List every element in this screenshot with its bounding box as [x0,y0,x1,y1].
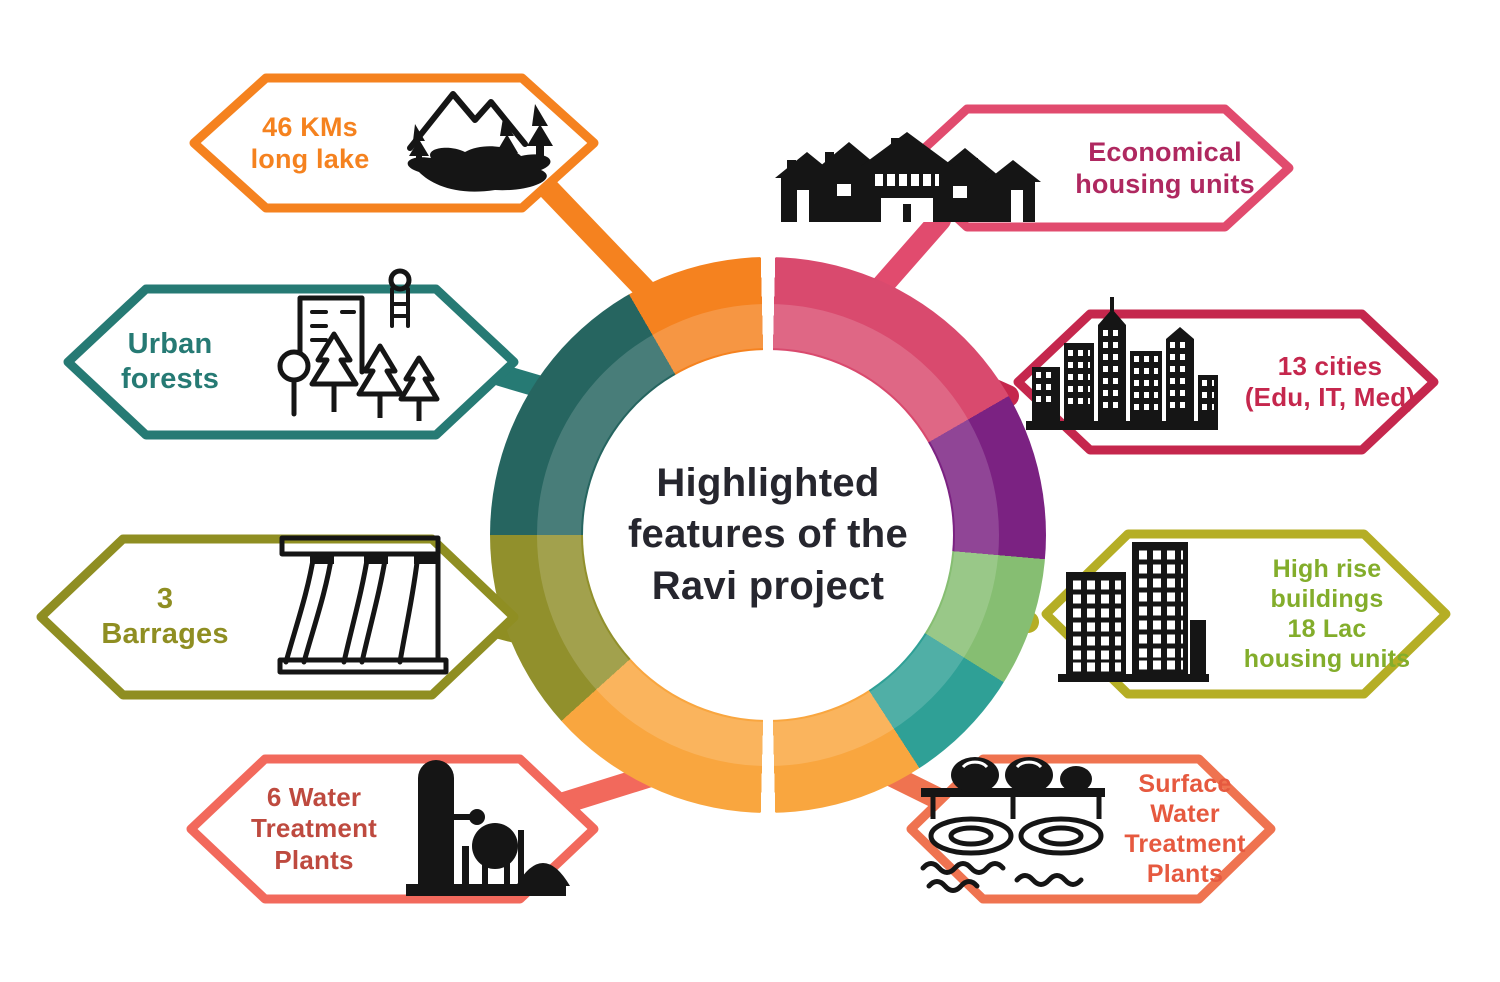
feature-label-water-treatment: 6 Water Treatment Plants [250,782,378,875]
feature-label-economical-housing: Economical housing units [1075,136,1255,199]
urban-forest-icon [277,268,440,421]
feature-label-thirteen-cities: 13 cities (Edu, IT, Med) [1244,350,1416,412]
donut-center: Highlighted features of the Ravi project [583,350,953,720]
feature-label-high-rise: High rise buildings 18 Lac housing units [1243,555,1411,673]
feature-label-urban-forests: Urban forests [120,328,220,395]
banner-outline [36,534,519,700]
feature-banner-barrages: 3 Barrages [35,533,520,701]
city-skyline-icon [1026,297,1218,430]
barrage-icon [277,535,449,675]
feature-label-long-lake: 46 KMs long lake [250,111,370,174]
feature-label-surface-water: Surface Water Treatment Plants [1124,770,1246,888]
highrise-icon [1058,542,1209,682]
donut-ring: Highlighted features of the Ravi project [490,257,1046,813]
houses-icon [775,132,1041,222]
infographic-title: Highlighted features of the Ravi project [627,461,909,608]
water-plant-icon [406,760,570,896]
surface-water-icon [920,757,1105,893]
lake-icon [407,91,553,192]
feature-label-barrages: 3 Barrages [101,583,229,650]
